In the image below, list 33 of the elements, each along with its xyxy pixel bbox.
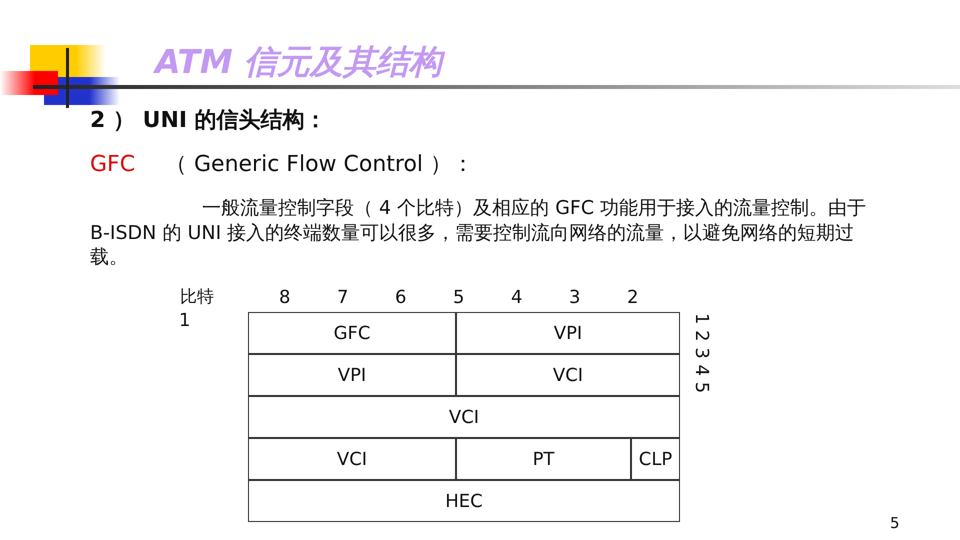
section-heading: 2 ） UNI 的信头结构： [90,108,327,134]
field-name: VCI [336,448,368,470]
header-field-cell [456,354,680,396]
description-paragraph: 一般流量控制字段（ 4 个比特）及相应的 GFC 功能用于接入的流量控制。由于 B-ISDN 的 UNI 接入的终端数量可以很多，需要控制流向网络的流量，以避免网络的短期过载。 [90,196,868,270]
header-field-cell [456,438,631,480]
bit-axis-label: 比特 [180,287,214,308]
field-name: CLP [638,448,672,470]
bit-number: 5 [453,287,464,309]
bit-number: 7 [337,287,348,309]
bit-number: 2 [627,287,638,309]
header-field-cell [248,438,456,480]
header-field-cell [248,480,680,522]
field-name: VCI [552,364,584,386]
bit-number: 4 [511,287,522,309]
term-label: GFC [90,152,136,178]
header-field-cell [248,396,680,438]
header-field-cell [248,312,456,354]
field-name: GFC [334,322,370,344]
field-name: VPI [338,364,366,386]
field-name: PT [532,448,554,470]
field-name: HEC [445,490,483,512]
bit-number: 8 [279,287,290,309]
header-field-cell [456,312,680,354]
header-field-cell [248,354,456,396]
term-expansion: （ Generic Flow Control ）： [165,152,474,178]
field-name: VPI [554,322,582,344]
header-field-cell [631,438,680,480]
field-name: VCI [448,406,480,428]
bit-number: 1 [179,310,190,332]
byte-numbers: 1 2 3 4 5 [691,313,712,394]
page-number: 5 [890,514,900,532]
bit-number: 3 [569,287,580,309]
bit-number: 6 [395,287,406,309]
